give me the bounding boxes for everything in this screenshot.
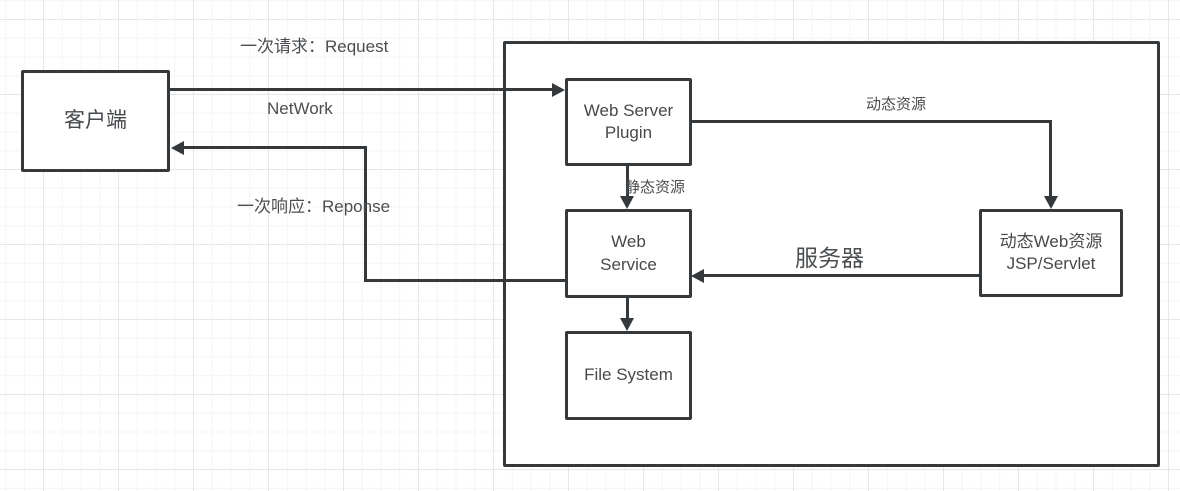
response-arrow-line-h1[interactable] (183, 146, 367, 149)
node-web-server-plugin[interactable]: Web Server Plugin (565, 78, 692, 166)
edge-label-dynamic-resource[interactable]: 动态资源 (866, 96, 927, 113)
edge-label-network[interactable]: NetWork (267, 99, 333, 118)
response-arrowhead-icon (171, 141, 184, 155)
edge-label-response[interactable]: 一次响应：Reponse (237, 197, 391, 216)
node-dynamic-web-resource[interactable]: 动态Web资源 JSP/Servlet (979, 209, 1123, 297)
server-arrow-line[interactable] (703, 274, 979, 277)
edge-label-request[interactable]: 一次请求：Request (240, 37, 389, 56)
request-arrowhead-icon (552, 83, 565, 97)
edge-label-server[interactable]: 服务器 (795, 245, 864, 271)
dynamic-resource-arrow-line-v[interactable] (1049, 120, 1052, 198)
file-system-arrow-line[interactable] (626, 297, 629, 319)
request-arrow-line[interactable] (170, 88, 555, 91)
edge-label-static-resource[interactable]: 静态资源 (625, 179, 686, 196)
node-client[interactable]: 客户端 (21, 70, 170, 172)
dynamic-resource-arrow-line-h[interactable] (691, 120, 1052, 123)
static-resource-arrow-line[interactable] (626, 165, 629, 198)
node-file-system[interactable]: File System (565, 331, 692, 420)
dynamic-resource-arrowhead-icon (1044, 196, 1058, 209)
file-system-arrowhead-icon (620, 318, 634, 331)
response-arrow-line-h2[interactable] (364, 279, 567, 282)
node-web-service[interactable]: Web Service (565, 209, 692, 298)
response-arrow-line-v[interactable] (364, 146, 367, 282)
server-arrowhead-icon (691, 269, 704, 283)
static-resource-arrowhead-icon (620, 196, 634, 209)
